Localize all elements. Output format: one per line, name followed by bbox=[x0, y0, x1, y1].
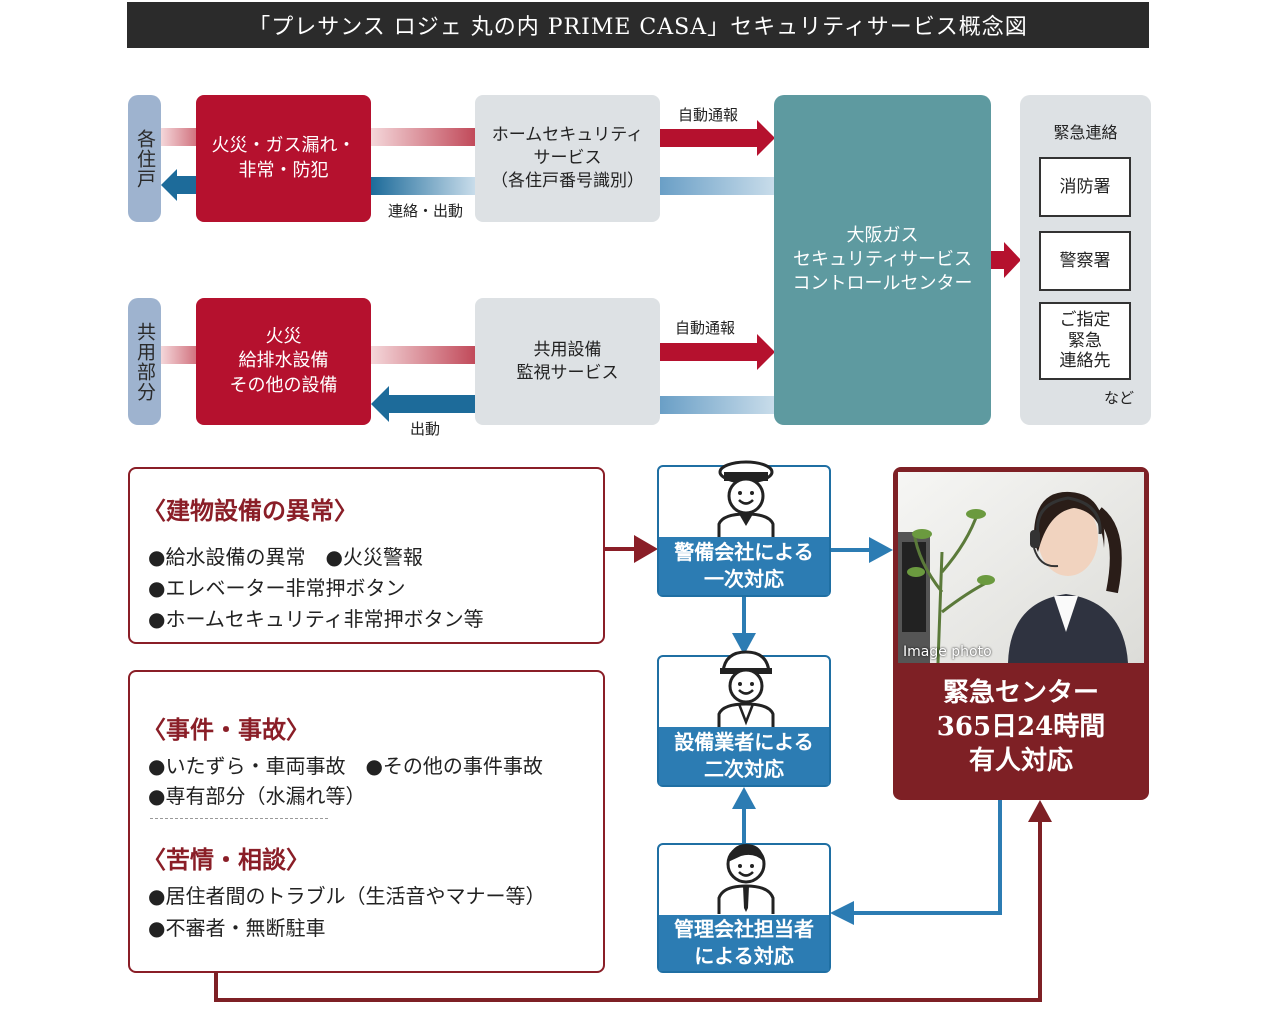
list-item: ●専有部分（水漏れ等） bbox=[148, 784, 366, 808]
worker-person-icon bbox=[717, 650, 775, 728]
flow-bar-common-event-to-service bbox=[371, 346, 475, 364]
list-item: ●いたずら・車両事故 ●その他の事件事故 bbox=[148, 754, 543, 778]
flow-bar-center-to-service bbox=[660, 177, 774, 195]
emergency-center-label: 緊急センター 365日24時間 有人対応 bbox=[936, 678, 1106, 776]
emergency-item-designated: ご指定 緊急 連絡先 bbox=[1039, 302, 1131, 380]
page-title: 「プレサンス ロジェ 丸の内 PRIME CASA」セキュリティサービス概念図 bbox=[127, 2, 1149, 48]
emergency-item-fire: 消防署 bbox=[1039, 157, 1131, 217]
response-card-management: 管理会社担当者 による対応 bbox=[657, 843, 831, 973]
arrow-right-icon bbox=[660, 120, 775, 156]
arrow-right-icon bbox=[604, 535, 658, 563]
response-card-guard: 警備会社による 一次対応 bbox=[657, 460, 831, 597]
response-card-equipment: 設備業者による 二次対応 bbox=[657, 650, 831, 787]
emergency-center-card: Image photo 緊急センター 365日24時間 有人対応 bbox=[893, 467, 1149, 800]
flow-bar-common-out bbox=[161, 346, 196, 364]
arrow-right-icon bbox=[991, 242, 1021, 278]
emergency-note: など bbox=[1104, 389, 1135, 407]
category-title-incident: 〈事件・事故〉 bbox=[142, 715, 310, 744]
category-incident-complaint: 〈事件・事故〉 ●いたずら・車両事故 ●その他の事件事故 ●専有部分（水漏れ等）… bbox=[128, 670, 605, 973]
arrow-down-icon bbox=[732, 597, 756, 655]
response-label-common: 出動 bbox=[410, 420, 441, 438]
response-card-label: 警備会社による 一次対応 bbox=[659, 537, 829, 595]
arrow-left-icon bbox=[161, 169, 197, 201]
list-item: ●居住者間のトラブル（生活音やマナー等） bbox=[148, 884, 546, 908]
list-item: ●ホームセキュリティ非常押ボタン等 bbox=[148, 607, 484, 631]
response-card-label: 設備業者による 二次対応 bbox=[659, 727, 829, 785]
flow-bar-event-to-service bbox=[371, 128, 475, 146]
service-box-home-security: ホームセキュリティ サービス （各住戸番号識別） bbox=[475, 95, 660, 222]
event-box-units: 火災・ガス漏れ・ 非常・防犯 bbox=[196, 95, 371, 222]
auto-report-label-2: 自動通報 bbox=[675, 319, 736, 337]
flow-bar-center-to-common bbox=[660, 396, 774, 414]
flow-bar-units-out bbox=[161, 128, 196, 146]
image-caption: Image photo bbox=[903, 644, 992, 660]
list-item: ●給水設備の異常 ●火災警報 bbox=[148, 545, 423, 569]
service-box-common-monitor: 共用設備 監視サービス bbox=[475, 298, 660, 425]
event-box-common: 火災 給排水設備 その他の設備 bbox=[196, 298, 371, 425]
side-label-common: 共用部分 bbox=[128, 298, 161, 425]
divider bbox=[150, 818, 328, 819]
emergency-contacts-panel: 緊急連絡 消防署 警察署 ご指定 緊急 連絡先 など bbox=[1020, 95, 1151, 425]
response-label-units: 連絡・出動 bbox=[388, 202, 464, 220]
list-item: ●不審者・無断駐車 bbox=[148, 916, 326, 940]
category-title-complaint: 〈苦情・相談〉 bbox=[142, 845, 310, 874]
arrow-right-icon bbox=[831, 537, 893, 563]
emergency-item-police: 警察署 bbox=[1039, 231, 1131, 291]
arrow-left-icon bbox=[371, 386, 475, 422]
auto-report-label-1: 自動通報 bbox=[678, 106, 739, 124]
guard-person-icon bbox=[717, 460, 775, 538]
manager-person-icon bbox=[717, 844, 775, 914]
side-label-units: 各住戸 bbox=[128, 95, 161, 222]
category-title-building: 〈建物設備の異常〉 bbox=[142, 496, 358, 525]
control-center-box: 大阪ガス セキュリティサービス コントロールセンター bbox=[774, 95, 991, 425]
arrow-up-icon bbox=[732, 787, 756, 843]
list-item: ●エレベーター非常押ボタン bbox=[148, 576, 406, 600]
arrow-right-icon bbox=[660, 334, 775, 370]
response-card-label: 管理会社担当者 による対応 bbox=[659, 915, 829, 971]
flow-bar-service-to-event bbox=[371, 177, 475, 195]
connector-arrow-icon bbox=[830, 800, 1002, 925]
operator-photo bbox=[898, 472, 1144, 663]
category-building: 〈建物設備の異常〉 ●給水設備の異常 ●火災警報 ●エレベーター非常押ボタン ●… bbox=[128, 467, 605, 644]
connector-arrow-icon bbox=[214, 800, 1052, 1002]
emergency-heading: 緊急連絡 bbox=[1053, 123, 1118, 142]
